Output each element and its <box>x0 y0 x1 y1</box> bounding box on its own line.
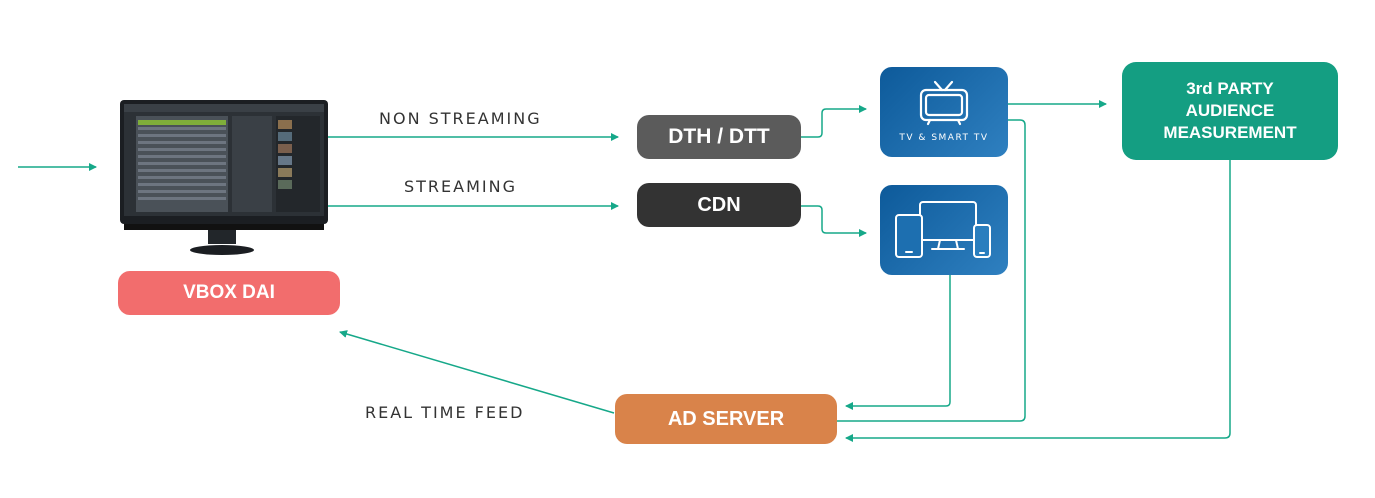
tv-icon <box>919 80 969 126</box>
dth-to-tv-arrow <box>801 105 867 138</box>
devices-node <box>880 185 1008 275</box>
cdn-node: CDN <box>637 183 801 227</box>
vbox-dai-label: VBOX DAI <box>183 282 275 303</box>
dth-dtt-node: DTH / DTT <box>637 115 801 159</box>
cdn-label: CDN <box>697 193 741 216</box>
tv-label: TV & SMART TV <box>899 133 989 143</box>
tv-to-adserver-arrow <box>836 119 1026 422</box>
ad-server-label: AD SERVER <box>667 407 785 430</box>
monitor-icon <box>110 98 335 258</box>
audience-to-adserver-arrow <box>845 160 1231 442</box>
devices-icon <box>895 201 991 258</box>
devices-to-adserver-arrow <box>845 275 951 410</box>
cdn-to-devices-arrow <box>801 205 867 237</box>
streaming-label: STREAMING <box>404 177 517 196</box>
ad-server-node: AD SERVER <box>615 394 837 444</box>
audience-line-3: MEASUREMENT <box>1163 123 1297 142</box>
vbox-dai-node: VBOX DAI <box>118 271 340 315</box>
real-time-feed-arrow <box>339 330 615 414</box>
audience-measurement-node: 3rd PARTY AUDIENCE MEASUREMENT <box>1122 62 1338 160</box>
real-time-feed-label: REAL TIME FEED <box>365 403 525 422</box>
dth-dtt-label: DTH / DTT <box>668 125 770 148</box>
audience-line-1: 3rd PARTY <box>1186 79 1274 98</box>
non-streaming-label: NON STREAMING <box>379 109 542 128</box>
audience-line-2: AUDIENCE <box>1185 101 1275 120</box>
tv-node: TV & SMART TV <box>880 67 1008 157</box>
